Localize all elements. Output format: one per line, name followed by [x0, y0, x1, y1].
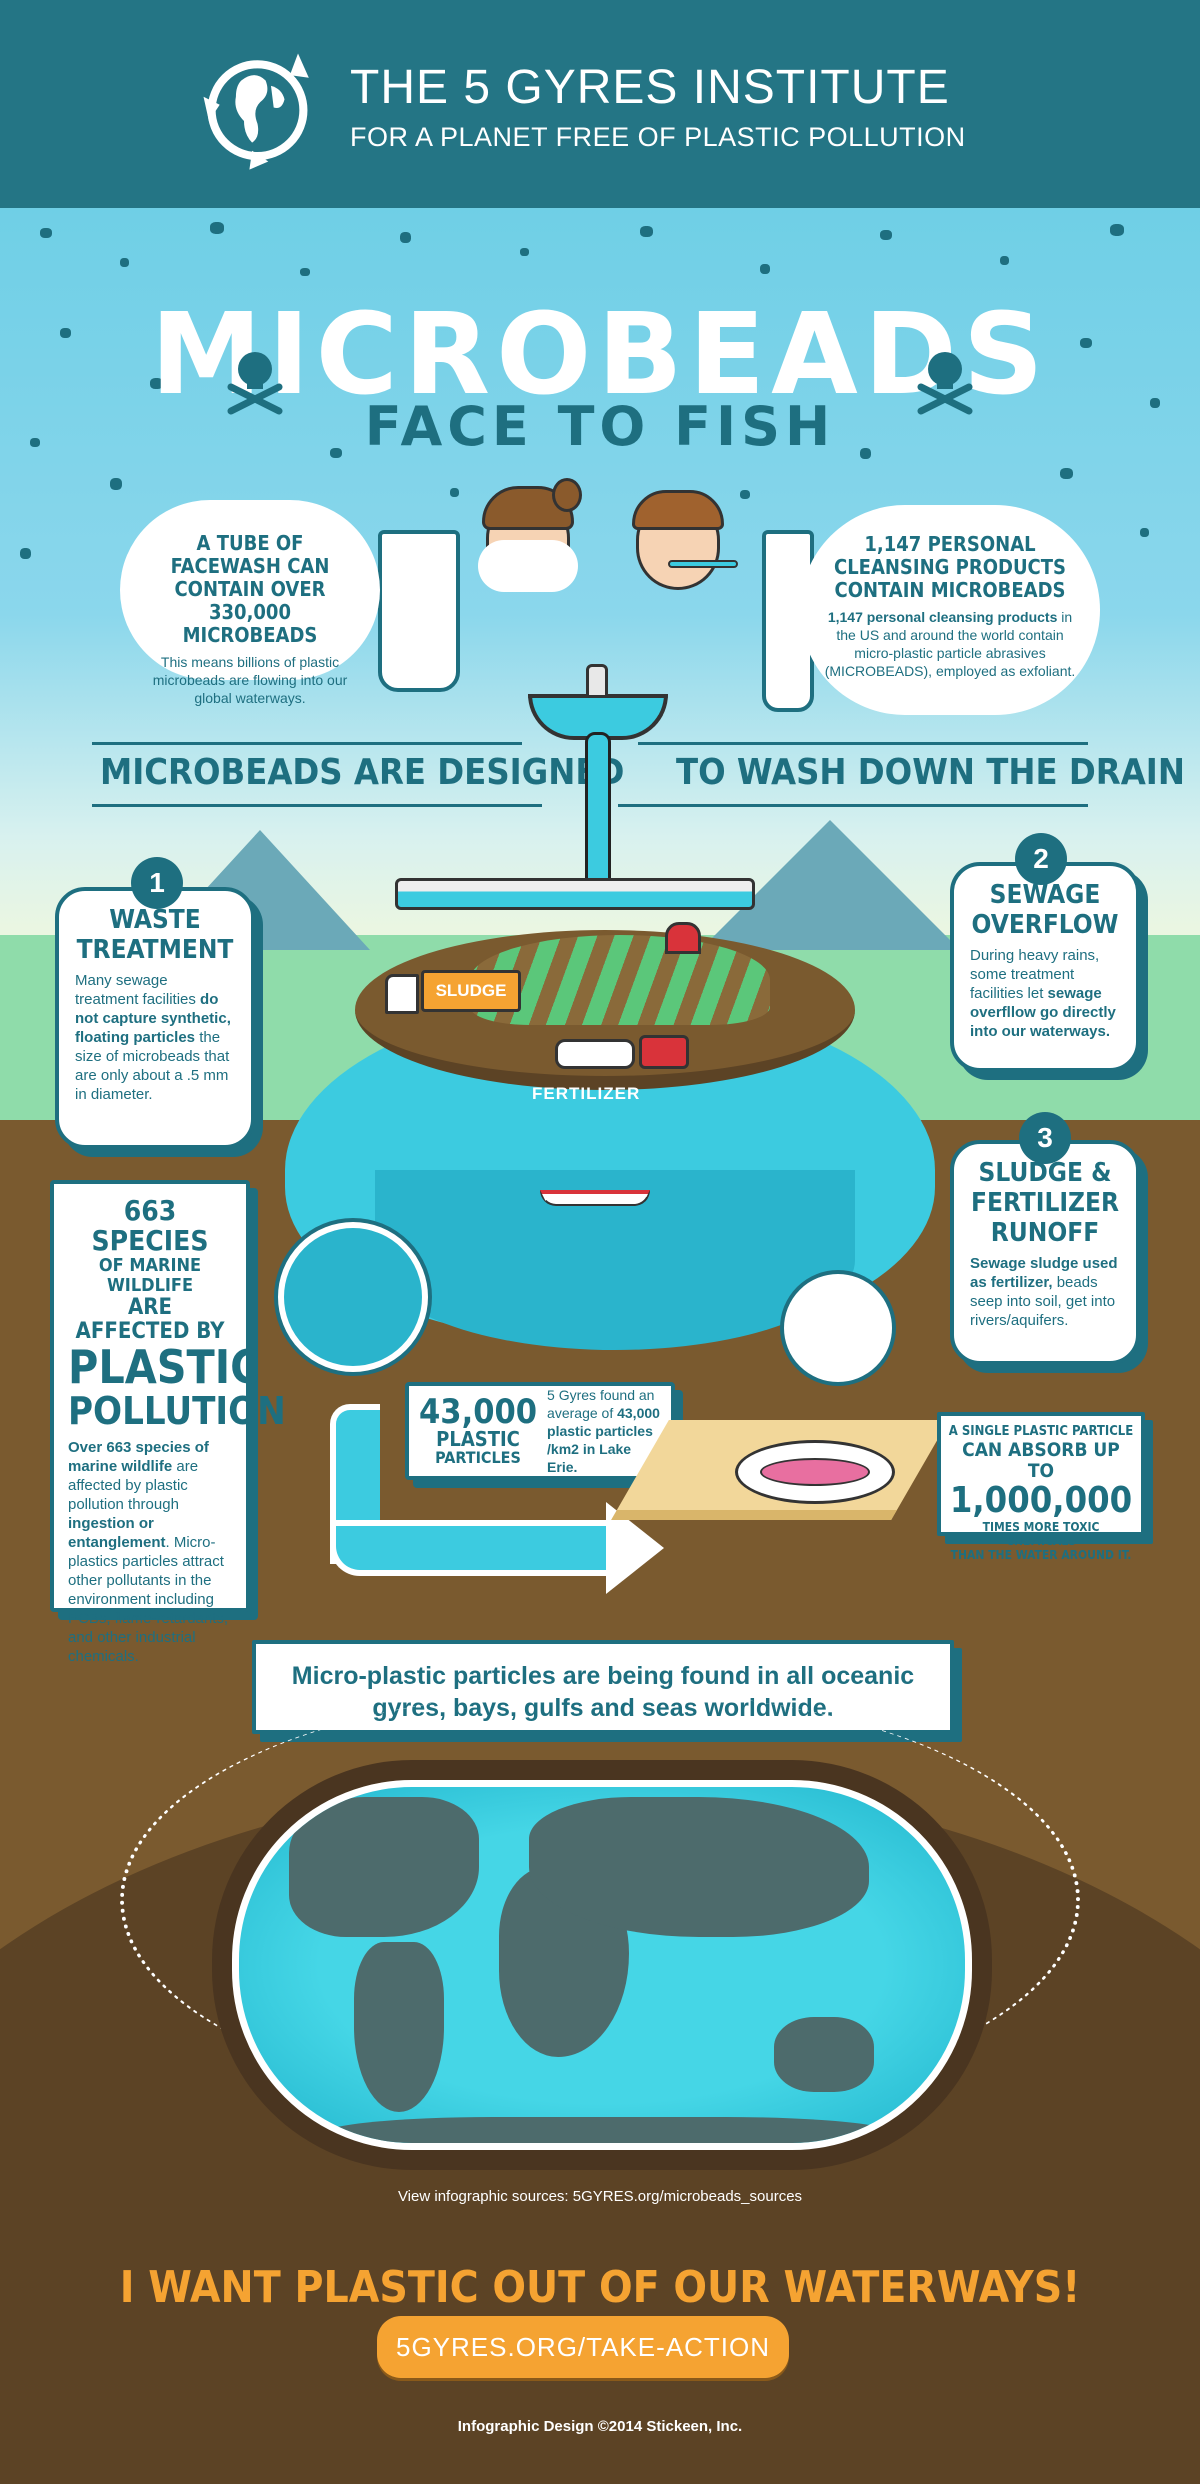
absorb-line: TIMES MORE TOXIC CHEMICALS — [982, 1520, 1100, 1548]
subtitle: FACE TO FISH — [364, 395, 836, 458]
absorb-line: THAN THE WATER AROUND IT. — [950, 1548, 1132, 1562]
boy-brushing-teeth-illustration — [618, 484, 738, 614]
continent-australia — [774, 2017, 874, 2092]
step-body: beads seep into soil, get into rivers/aq… — [970, 1274, 1116, 1329]
step-number-badge: 3 — [1019, 1112, 1071, 1164]
absorb-line: CAN ABSORB UP TO — [962, 1439, 1120, 1482]
lake-erie-number: 43,000 — [419, 1392, 538, 1432]
step-body-bold: sewage overfllow go directly into our wa… — [970, 985, 1116, 1040]
lake-erie-label: PARTICLES — [435, 1448, 521, 1467]
species-headline: ARE AFFECTED BY — [75, 1295, 225, 1344]
species-body-bold: Over 663 species of marine wildlife — [68, 1439, 209, 1475]
fish-on-plate — [760, 1458, 870, 1486]
step-title-line: SEWAGE — [989, 880, 1101, 910]
species-fact-box: 663 SPECIES OF MARINE WILDLIFE ARE AFFEC… — [50, 1180, 286, 1665]
species-headline: OF MARINE WILDLIFE — [98, 1255, 202, 1296]
step-title-line: FERTILIZER — [970, 1188, 1120, 1218]
lake-erie-body: 5 Gyres found an average of — [547, 1387, 655, 1421]
call-to-action-title: I WANT PLASTIC OUT OF OUR WATERWAYS! — [119, 2262, 1081, 2313]
drain-band-right: TO WASH DOWN THE DRAIN — [676, 752, 1185, 793]
species-body-bold: ingestion or entanglement — [68, 1515, 166, 1551]
skull-crossbones-icon — [227, 352, 283, 415]
take-action-button[interactable]: 5GYRES.ORG/TAKE-ACTION — [377, 2316, 789, 2378]
species-headline: PLASTIC — [68, 1340, 261, 1394]
step-body: Many sewage treatment facilities — [75, 972, 201, 1008]
fact-title: A TUBE OF FACEWASH CAN CONTAIN OVER 330,… — [170, 531, 330, 647]
tractor-illustration — [555, 1035, 695, 1075]
species-body: . Micro-plastics particles attract other… — [68, 1534, 229, 1665]
barn-icon — [665, 922, 701, 954]
absorb-line: A SINGLE PLASTIC PARTICLE — [948, 1424, 1134, 1439]
species-headline: POLLUTION — [68, 1389, 286, 1433]
header-banner: THE 5 GYRES INSTITUTE FOR A PLANET FREE … — [0, 0, 1200, 208]
org-tagline: FOR A PLANET FREE OF PLASTIC POLLUTION — [350, 122, 966, 152]
flow-arrow-icon — [330, 1520, 610, 1576]
sludge-tank-label: SLUDGE — [421, 970, 521, 1012]
fertilizer-label: FERTILIZER — [532, 1084, 641, 1103]
fact-cloud-products: 1,147 PERSONAL CLEANSING PRODUCTS CONTAI… — [800, 505, 1100, 715]
divider — [638, 742, 1088, 745]
sources-link[interactable]: View infographic sources: 5GYRES.org/mic… — [397, 2188, 803, 2205]
world-map-gyres — [232, 1780, 972, 2150]
lake-erie-body-bold: 43,000 plastic particles /km2 in Lake Er… — [547, 1405, 660, 1475]
step-title-line: RUNOFF — [990, 1218, 1100, 1248]
step-body-bold: do not capture synthetic, floating parti… — [75, 991, 231, 1046]
globe-recycle-logo-icon — [203, 53, 309, 170]
divider — [618, 804, 1088, 807]
absorb-number: 1,000,000 — [949, 1480, 1133, 1521]
absorb-fact-box: A SINGLE PLASTIC PARTICLE CAN ABSORB UP … — [937, 1412, 1145, 1562]
fact-cloud-facewash: A TUBE OF FACEWASH CAN CONTAIN OVER 330,… — [120, 500, 380, 706]
drain-pipe-illustration — [585, 732, 611, 892]
fact-body-bold: 1,147 personal cleansing products — [827, 609, 1058, 625]
step-number-badge: 2 — [1015, 833, 1067, 885]
divider — [92, 804, 542, 807]
divider — [92, 742, 522, 745]
step-title-line: WASTE — [109, 905, 201, 935]
drain-band-left: MICROBEADS ARE DESIGNED — [100, 752, 625, 793]
fish-magnifier-illustration — [278, 1222, 428, 1372]
species-body: are affected by plastic pollution throug… — [68, 1458, 199, 1513]
continent-south-america — [354, 1942, 444, 2112]
fact-body: in the US and around the world contain m… — [824, 609, 1076, 679]
continent-antarctica — [319, 2117, 899, 2143]
lake-erie-label: PLASTIC — [436, 1427, 520, 1451]
step-title-line: OVERFLOW — [971, 910, 1119, 940]
toxic-speech-bubble-illustration — [780, 1270, 896, 1386]
step-number-badge: 1 — [131, 857, 183, 909]
continent-north-america — [289, 1797, 479, 1937]
fact-body: This means billions of plastic microbead… — [152, 654, 348, 706]
faucet-icon — [586, 664, 608, 698]
design-credit: Infographic Design ©2014 Stickeen, Inc. — [457, 2418, 743, 2435]
step-body: During heavy rains, some treatment facil… — [970, 947, 1100, 1002]
lake-erie-fact-box: 43,000 PLASTIC PARTICLES 5 Gyres found a… — [405, 1382, 675, 1480]
step-title-line: TREATMENT — [76, 935, 234, 965]
fact-title: 1,147 PERSONAL CLEANSING PRODUCTS CONTAI… — [833, 532, 1066, 602]
step-body: the size of microbeads that are only abo… — [75, 1029, 230, 1103]
treatment-plant-pipe — [395, 878, 755, 910]
dotted-orbit-line — [120, 1690, 1080, 2110]
fishing-boat-illustration — [540, 1190, 650, 1206]
step-body-bold: Sewage sludge used as fertilizer, — [970, 1255, 1118, 1291]
species-headline: 663 SPECIES — [91, 1194, 209, 1257]
sludge-truck: SLUDGE — [385, 970, 525, 1020]
org-name: THE 5 GYRES INSTITUTE — [350, 61, 950, 114]
facewash-tube-icon — [378, 530, 460, 692]
continent-eurasia — [529, 1797, 869, 1937]
skull-crossbones-icon — [917, 352, 973, 415]
girl-washing-face-illustration — [468, 478, 588, 608]
main-title: MICROBEADS — [150, 290, 1050, 420]
